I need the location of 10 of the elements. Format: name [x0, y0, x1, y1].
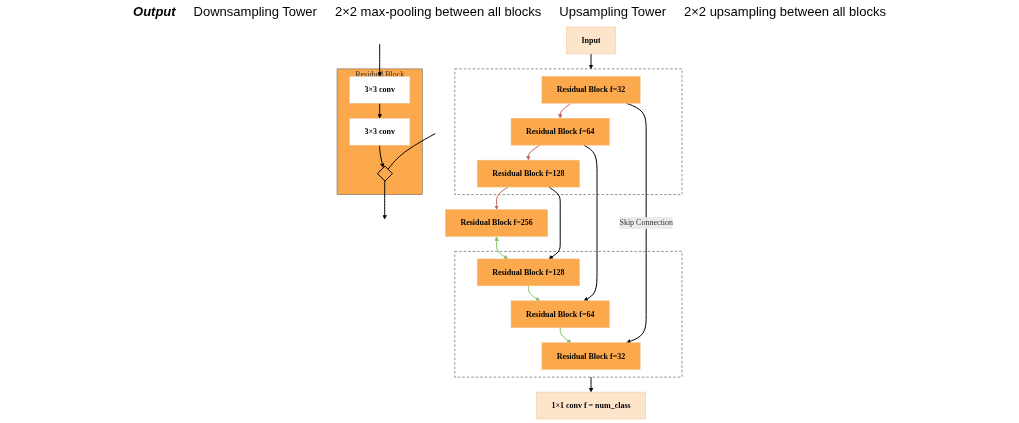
tower-label: 2×2 upsampling between all blocks — [683, 4, 886, 19]
connector — [387, 133, 436, 170]
tower-label: Downsampling Tower — [193, 4, 317, 19]
tower-label: Upsampling Tower — [559, 4, 666, 19]
cluster — [454, 251, 683, 378]
cluster — [454, 68, 683, 195]
output-heading: Output — [133, 4, 176, 19]
node-diamond — [376, 165, 393, 182]
arrow — [526, 144, 541, 161]
tower-label: 2×2 max-pooling between all blocks — [334, 4, 542, 19]
